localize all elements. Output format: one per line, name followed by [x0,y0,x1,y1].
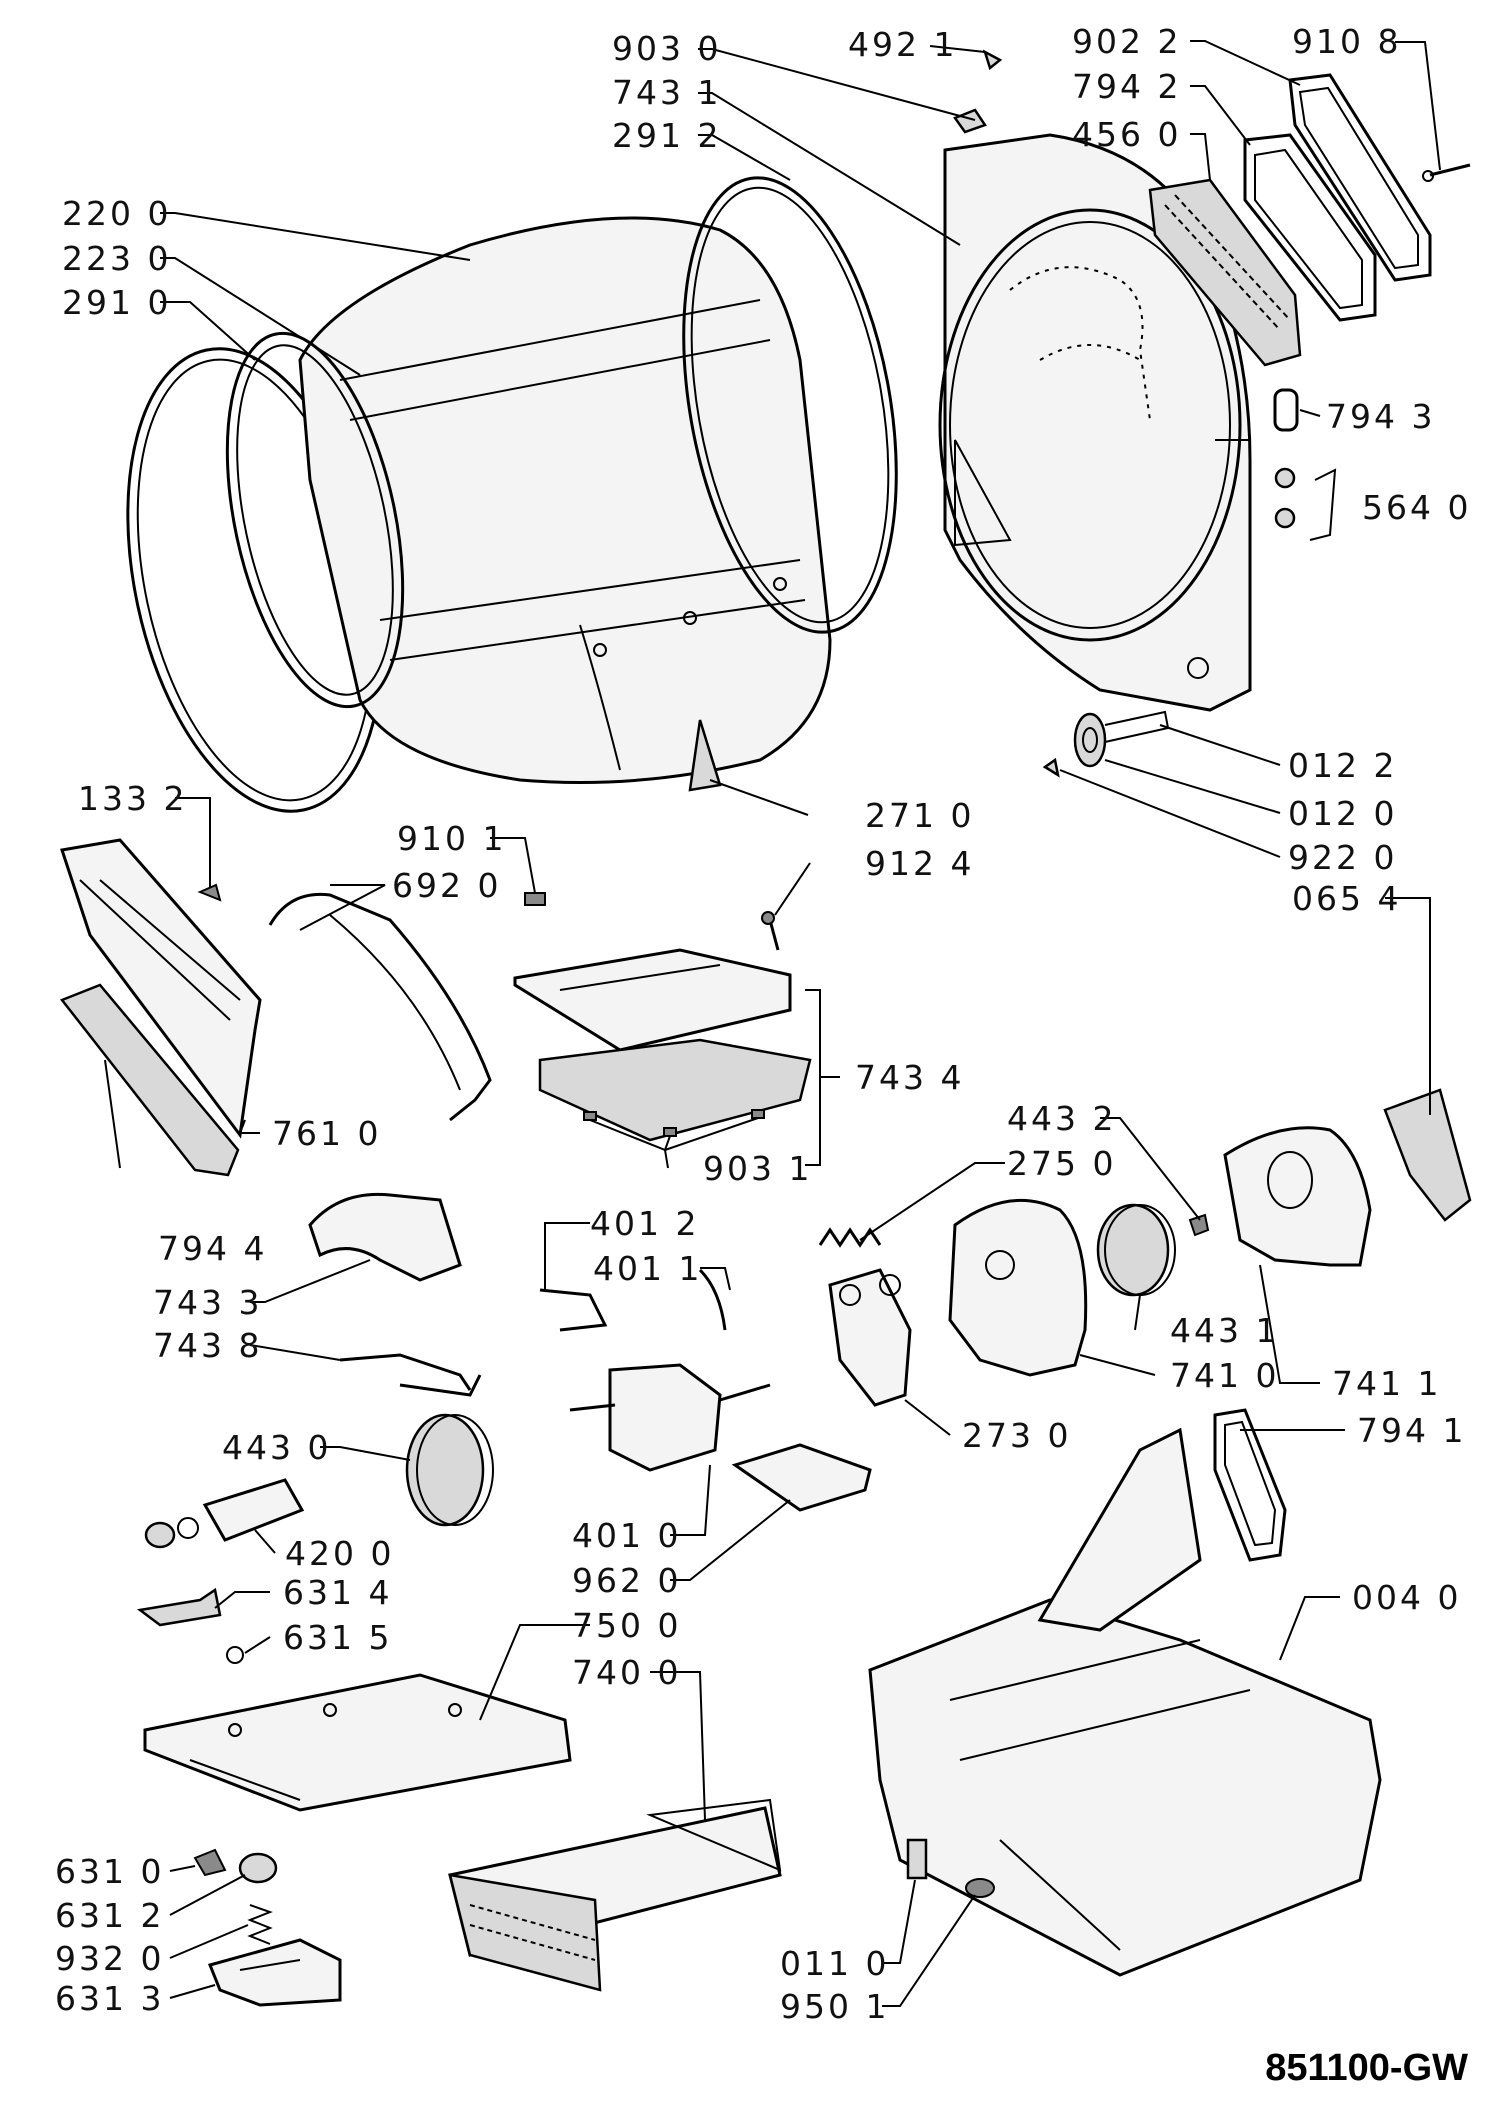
label-443-0: 443 0 [222,1428,331,1467]
label-631-0: 631 0 [55,1852,164,1891]
label-133-2: 133 2 [78,779,187,818]
label-950-1: 950 1 [780,1987,889,2026]
heat-exchanger [448,1798,782,1992]
spring-275-0 [818,1227,882,1248]
wire-bracket-743-8 [339,1353,482,1397]
clip-492-1 [982,49,1003,71]
label-012-0: 012 0 [1288,794,1397,833]
label-743-1: 743 1 [612,73,721,112]
label-401-2: 401 2 [590,1204,699,1243]
hose-692-0 [268,892,492,1122]
label-275-0: 275 0 [1007,1144,1116,1183]
clip-903-0 [953,108,987,134]
label-794-1: 794 1 [1357,1411,1466,1450]
lint-seal-794-4 [59,983,240,1177]
label-902-2: 902 2 [1072,22,1181,61]
label-794-4: 794 4 [158,1229,267,1268]
label-443-1: 443 1 [1170,1311,1279,1350]
label-743-8: 743 8 [153,1326,262,1365]
label-420-0: 420 0 [285,1534,394,1573]
label-456-0: 456 0 [1072,115,1181,154]
label-011-0: 011 0 [780,1944,889,1983]
label-910-1: 910 1 [397,819,506,858]
label-743-4: 743 4 [855,1058,964,1097]
base-plate-upper [513,948,792,1052]
label-743-3: 743 3 [153,1283,262,1322]
front-duct-133 [60,838,262,1139]
drum-roller [1042,710,1170,778]
label-912-4: 912 4 [865,844,974,883]
label-903-1: 903 1 [703,1149,812,1188]
motor-bracket [308,1192,462,1282]
label-291-2: 291 2 [612,116,721,155]
label-631-2: 631 2 [55,1896,164,1935]
label-492-1: 492 1 [848,25,957,64]
base-tray [143,1673,572,1812]
label-631-3: 631 3 [55,1979,164,2018]
diagram-reference-code: 851100-GW [1265,2047,1468,2089]
label-932-0: 932 0 [55,1939,164,1978]
fan-wheel-443-1 [1096,1203,1176,1297]
label-631-4: 631 4 [283,1573,392,1612]
label-740-0: 740 0 [572,1653,681,1692]
label-910-8: 910 8 [1292,22,1401,61]
fan-housing-741-0 [948,1198,1088,1377]
rear-panel [938,133,1252,712]
label-794-3: 794 3 [1326,397,1435,436]
label-271-0: 271 0 [865,796,974,835]
cover-962-0 [731,1443,872,1512]
foot-011-0 [906,1838,928,1880]
label-761-0: 761 0 [272,1114,381,1153]
lock-assembly-631-3 [207,1938,342,2007]
label-564-0: 564 0 [1362,488,1471,527]
label-291-0: 291 0 [62,283,171,322]
label-401-1: 401 1 [593,1249,702,1288]
screw-910-8 [1422,163,1471,182]
switch-631-0 [193,1848,227,1877]
label-631-5: 631 5 [283,1618,392,1657]
label-741-1: 741 1 [1332,1364,1441,1403]
label-012-2: 012 2 [1288,746,1397,785]
duct-seal-794-1 [1213,1408,1287,1562]
base-plate-lower [538,1038,812,1142]
seal-794-3 [1273,388,1299,432]
label-962-0: 962 0 [572,1561,681,1600]
spring-932-0 [247,1904,273,1945]
leader-lines [104,40,1441,2007]
part-labels: 903 0 743 1 291 2 220 0 223 0 291 0 492 … [55,22,1471,2026]
duct-cover-065-4 [1383,1088,1472,1222]
label-692-0: 692 0 [392,866,501,905]
drive-motor [539,1268,771,1472]
screw-912-4 [761,911,780,951]
label-223-0: 223 0 [62,239,171,278]
clamps-564-0 [1274,467,1337,541]
label-004-0: 004 0 [1352,1578,1461,1617]
label-443-2: 443 2 [1007,1099,1116,1138]
label-273-0: 273 0 [962,1416,1071,1455]
clip-631-5 [226,1646,244,1664]
label-903-0: 903 0 [612,29,721,68]
fan-housing-741-1 [1223,1126,1372,1267]
rear-gasket-ring [682,176,898,634]
label-750-0: 750 0 [572,1606,681,1645]
belt-tensioner-273-0 [828,1268,912,1407]
blower-fan [405,1413,494,1527]
label-794-2: 794 2 [1072,67,1181,106]
base-frame [868,1427,1382,1977]
filter-seal-frame [1243,133,1377,322]
label-220-0: 220 0 [62,194,171,233]
button-631-2 [238,1852,278,1884]
clip-443-2 [1188,1213,1210,1237]
bracket-631-4 [136,1587,222,1627]
drum [225,216,832,792]
label-741-0: 741 0 [1170,1356,1279,1395]
clip-950-1 [965,1878,995,1898]
screw-910-1 [524,892,546,906]
capacitor [144,1478,305,1549]
cover-plate [1288,73,1432,282]
label-401-0: 401 0 [572,1516,681,1555]
label-065-4: 065 4 [1292,879,1401,918]
label-922-0: 922 0 [1288,838,1397,877]
